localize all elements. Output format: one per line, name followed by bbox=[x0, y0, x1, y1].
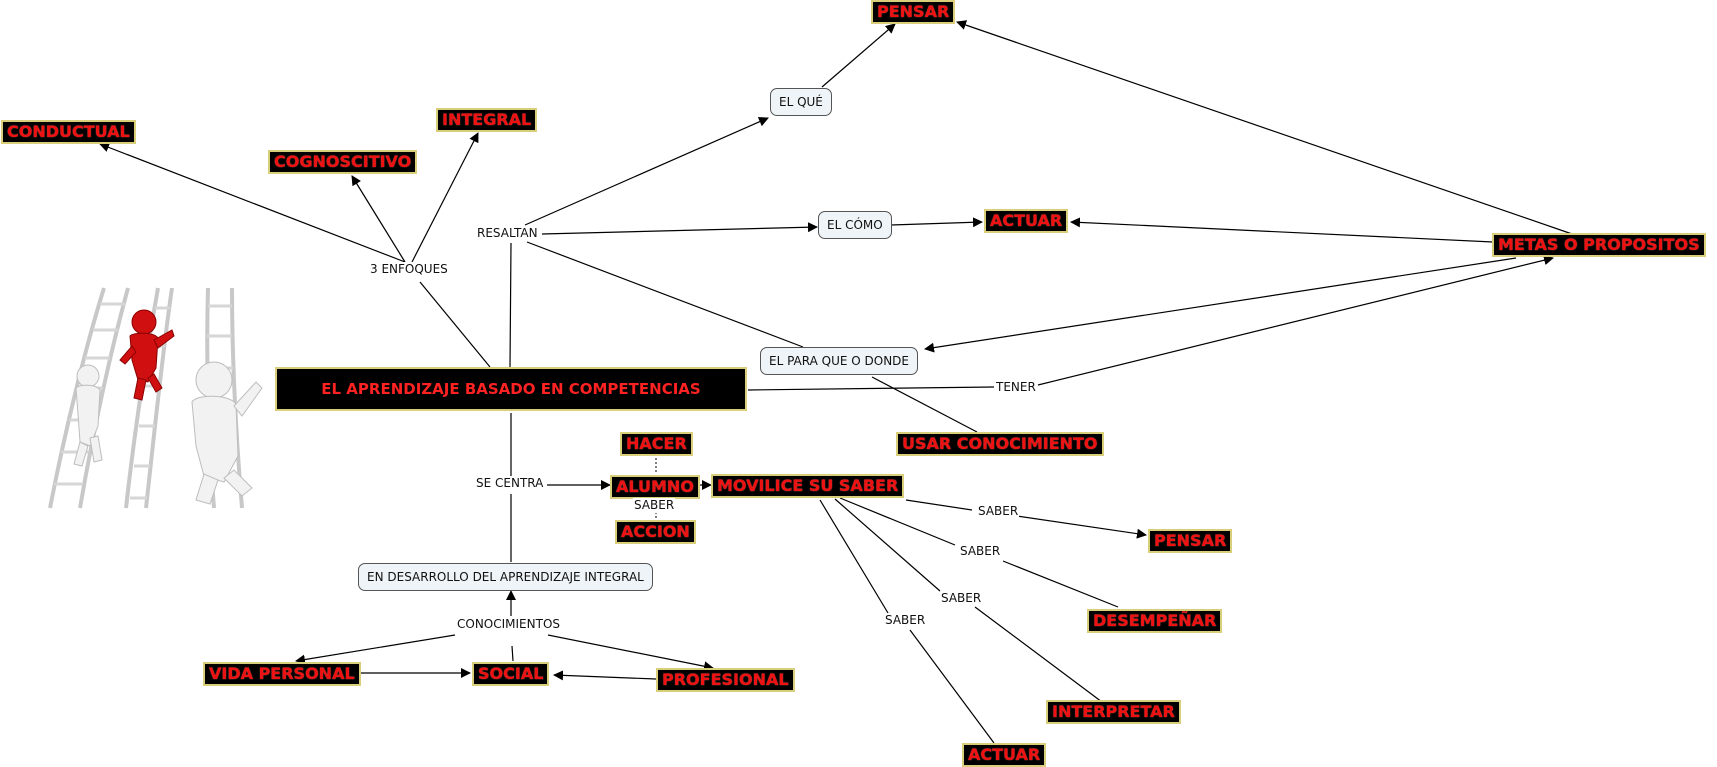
node-movilice-su-saber[interactable]: MOVILICE SU SABER bbox=[711, 474, 904, 498]
link-label-saber-interpretar: SABER bbox=[940, 591, 982, 606]
main-concept-node[interactable]: EL APRENDIZAJE BASADO EN COMPETENCIAS bbox=[275, 367, 747, 411]
node-pensar-right[interactable]: PENSAR bbox=[1148, 529, 1232, 553]
node-el-para-que-o-donde[interactable]: EL PARA QUE O DONDE bbox=[760, 347, 918, 375]
link-label-se-centra: SE CENTRA bbox=[475, 476, 544, 491]
link-label-3-enfoques: 3 ENFOQUES bbox=[369, 262, 449, 277]
node-hacer[interactable]: HACER bbox=[620, 432, 693, 456]
node-pensar-top[interactable]: PENSAR bbox=[871, 0, 955, 24]
node-vida-personal[interactable]: VIDA PERSONAL bbox=[203, 662, 361, 686]
node-usar-conocimiento[interactable]: USAR CONOCIMIENTO bbox=[896, 432, 1104, 456]
node-cognoscitivo[interactable]: COGNOSCITIVO bbox=[268, 150, 417, 174]
link-label-saber-alumno: SABER bbox=[633, 498, 675, 513]
link-label-resaltan: RESALTAN bbox=[476, 226, 539, 241]
node-actuar-bottom[interactable]: ACTUAR bbox=[962, 743, 1046, 767]
ladders-illustration bbox=[46, 286, 274, 512]
node-conductual[interactable]: CONDUCTUAL bbox=[1, 120, 136, 144]
link-label-tener: TENER bbox=[995, 380, 1037, 395]
node-actuar-top[interactable]: ACTUAR bbox=[984, 209, 1068, 233]
node-desempenar[interactable]: DESEMPEÑAR bbox=[1087, 609, 1222, 633]
node-alumno[interactable]: ALUMNO bbox=[610, 475, 700, 499]
node-social[interactable]: SOCIAL bbox=[472, 662, 549, 686]
link-label-saber-pensar: SABER bbox=[977, 504, 1019, 519]
link-label-conocimientos: CONOCIMIENTOS bbox=[456, 617, 561, 632]
node-metas-propositos[interactable]: METAS O PROPOSITOS bbox=[1492, 233, 1706, 257]
link-label-saber-actuar: SABER bbox=[884, 613, 926, 628]
node-profesional[interactable]: PROFESIONAL bbox=[656, 668, 795, 692]
node-el-que[interactable]: EL QUÉ bbox=[770, 88, 832, 116]
node-accion[interactable]: ACCION bbox=[615, 520, 696, 544]
node-interpretar[interactable]: INTERPRETAR bbox=[1046, 700, 1181, 724]
node-en-desarrollo[interactable]: EN DESARROLLO DEL APRENDIZAJE INTEGRAL bbox=[358, 563, 653, 591]
node-integral[interactable]: INTEGRAL bbox=[436, 108, 537, 132]
node-el-como[interactable]: EL CÓMO bbox=[818, 211, 892, 239]
link-label-saber-desempenar: SABER bbox=[959, 544, 1001, 559]
